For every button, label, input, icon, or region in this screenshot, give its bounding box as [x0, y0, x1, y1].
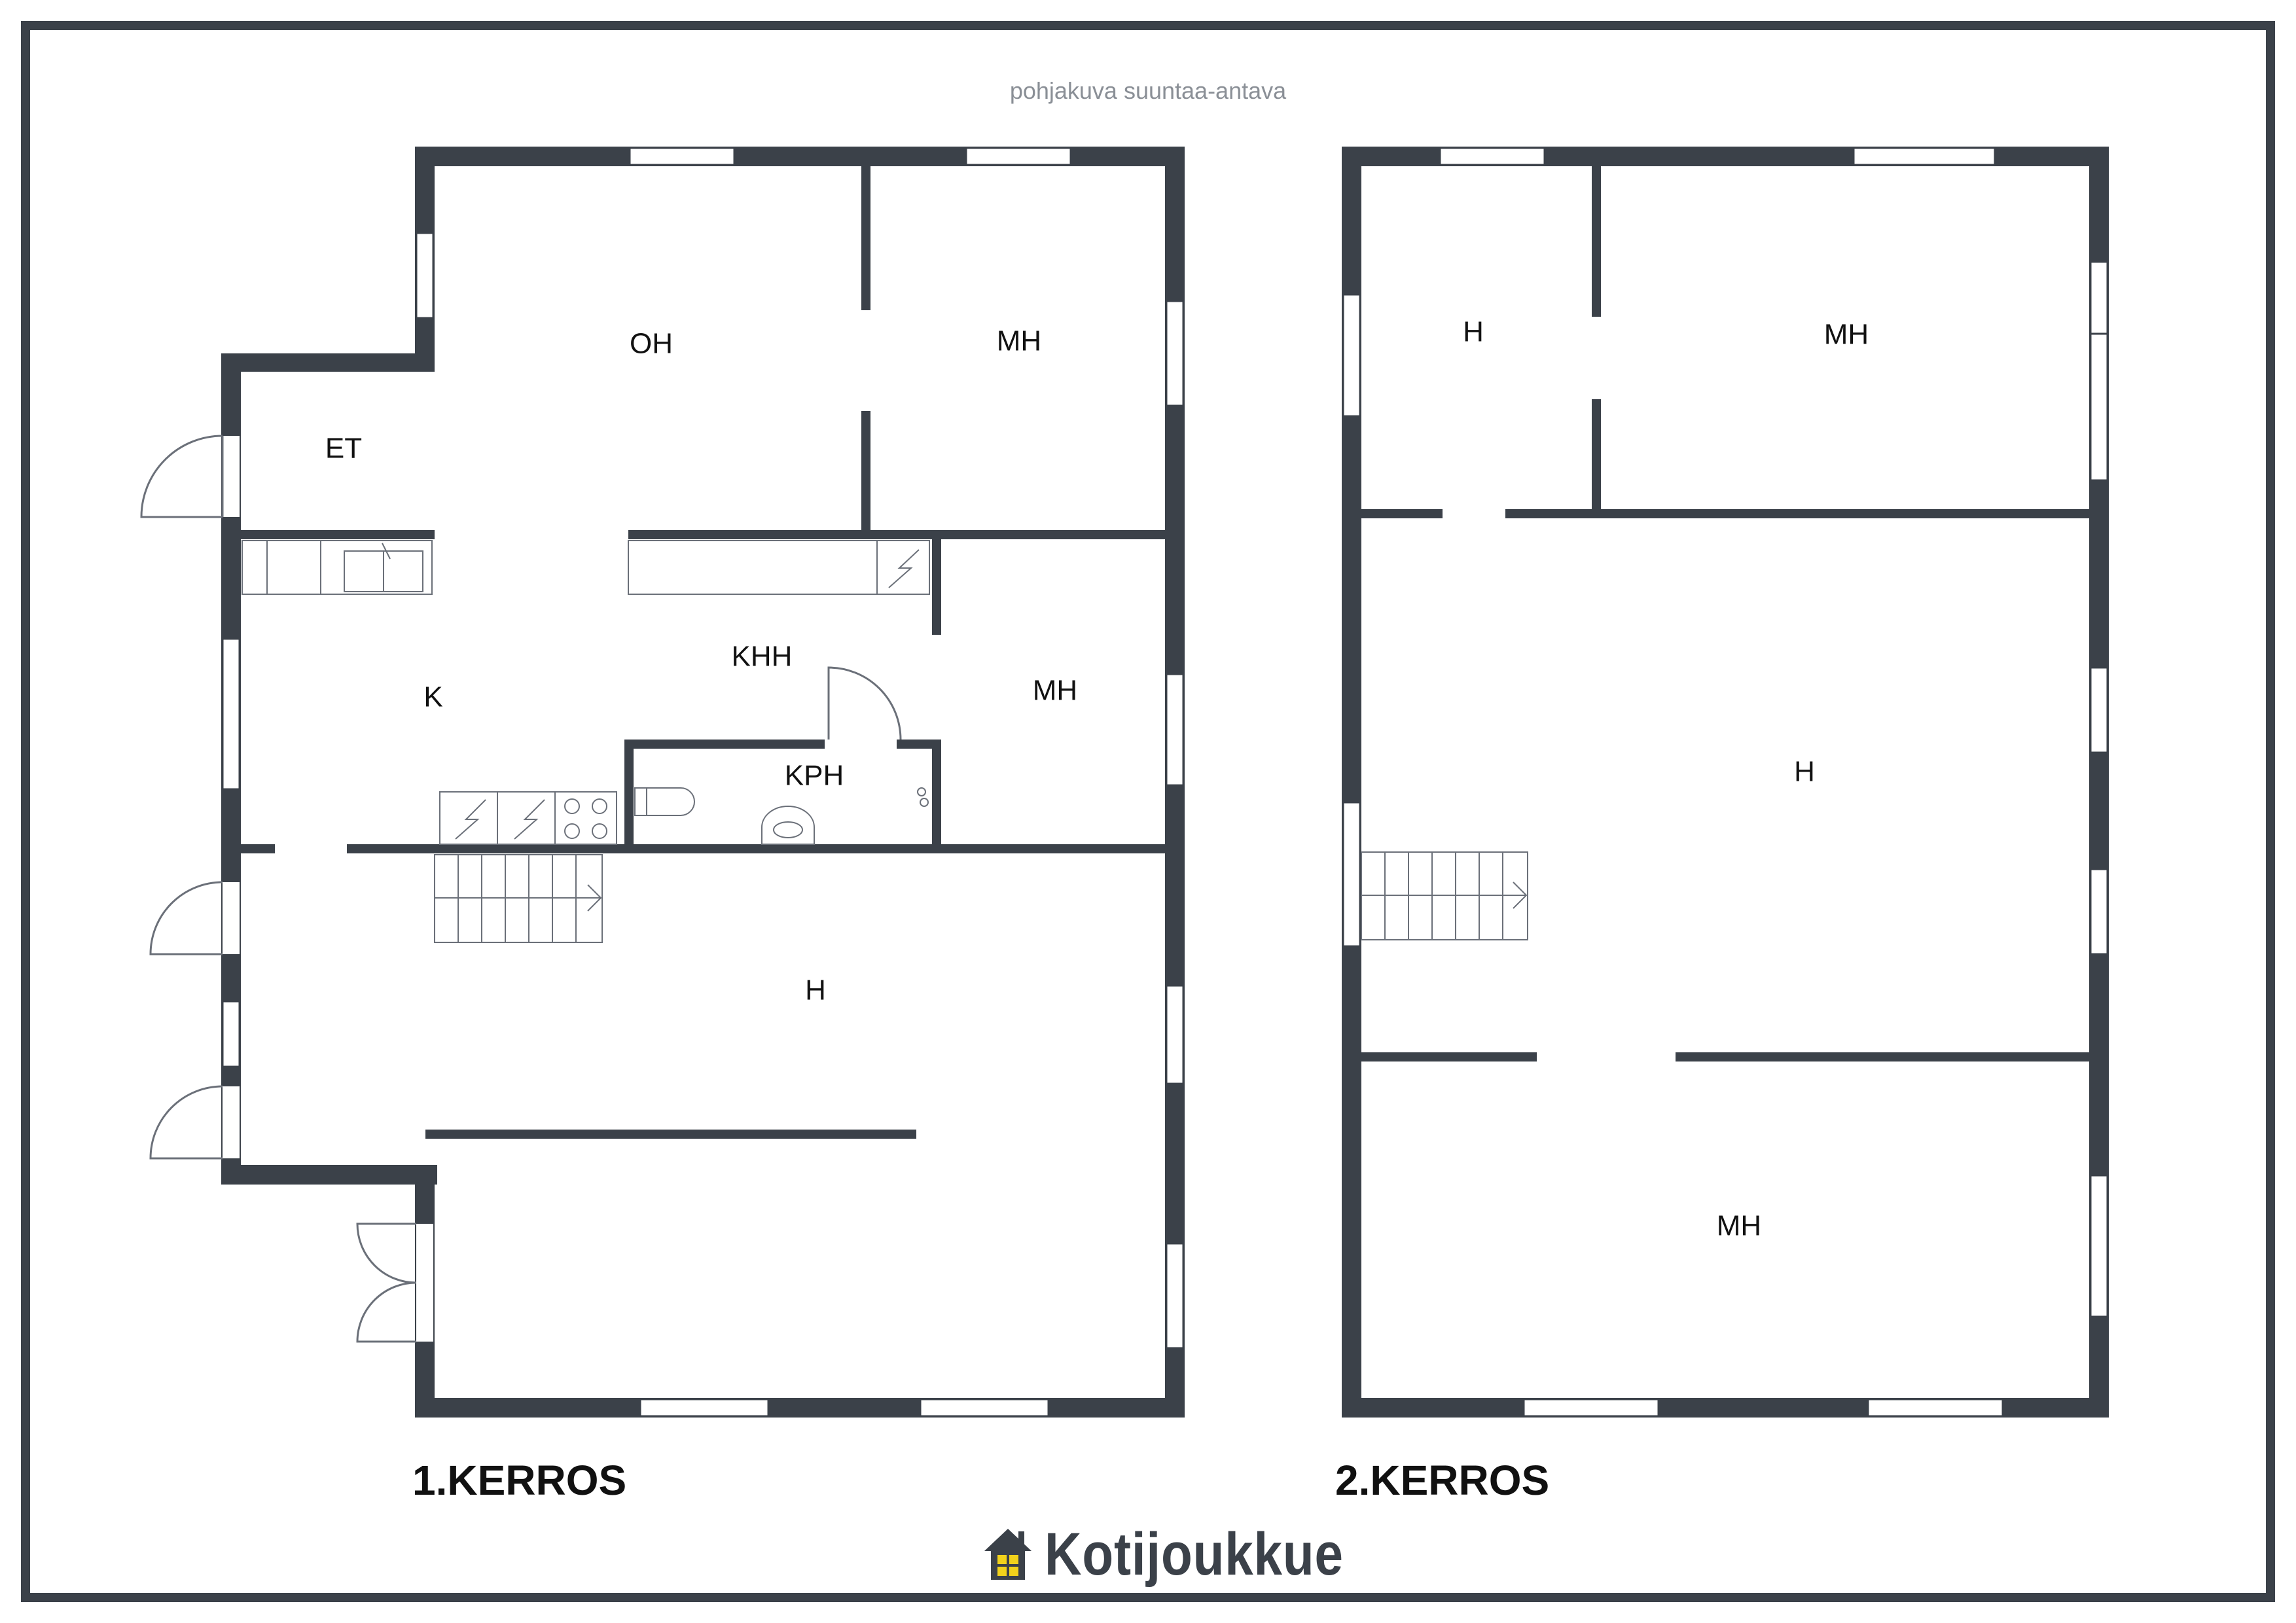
- disclaimer-note: pohjakuva suuntaa-antava: [1009, 77, 1287, 104]
- floor-2-title: 2.KERROS: [1335, 1457, 1550, 1504]
- floor-2-windows: [1342, 147, 2109, 1418]
- room-label-oh: OH: [630, 328, 673, 360]
- brand-name: Kotijoukkue: [1045, 1520, 1344, 1588]
- floor-2-staircase: [1361, 851, 1528, 940]
- kitchen-fixtures: [242, 540, 930, 845]
- room-label-h: H: [805, 974, 826, 1007]
- room-label-mh-2: MH: [1033, 675, 1077, 707]
- room-label-h-large: H: [1794, 756, 1815, 788]
- room-label-mh-lower: MH: [1717, 1210, 1761, 1242]
- floor-1-windows: [221, 147, 1185, 1418]
- floor-1-plan: OH MH ET K KHH MH KPH H: [140, 147, 1185, 1418]
- bathroom-fixtures: [634, 787, 929, 845]
- floor-1-title: 1.KERROS: [412, 1457, 627, 1504]
- floor-2-room-labels: H MH H MH: [1463, 316, 1869, 1242]
- floor-2-plan: H MH H MH: [1342, 147, 2109, 1418]
- floor-1-doors: [140, 435, 902, 1343]
- room-label-khh: KHH: [732, 641, 793, 673]
- room-label-k: K: [423, 681, 442, 713]
- room-label-et: ET: [325, 433, 362, 465]
- room-label-mh-1: MH: [997, 325, 1041, 357]
- room-label-mh-upper: MH: [1824, 319, 1869, 351]
- room-label-h-small: H: [1463, 316, 1484, 348]
- house-icon: [984, 1529, 1031, 1580]
- page-frame: [21, 21, 2275, 1602]
- room-label-kph: KPH: [785, 760, 844, 792]
- brand-logo: Kotijoukkue: [982, 1520, 1396, 1588]
- floor-1-staircase: [434, 854, 603, 943]
- floor-1-room-labels: OH MH ET K KHH MH KPH H: [325, 325, 1077, 1007]
